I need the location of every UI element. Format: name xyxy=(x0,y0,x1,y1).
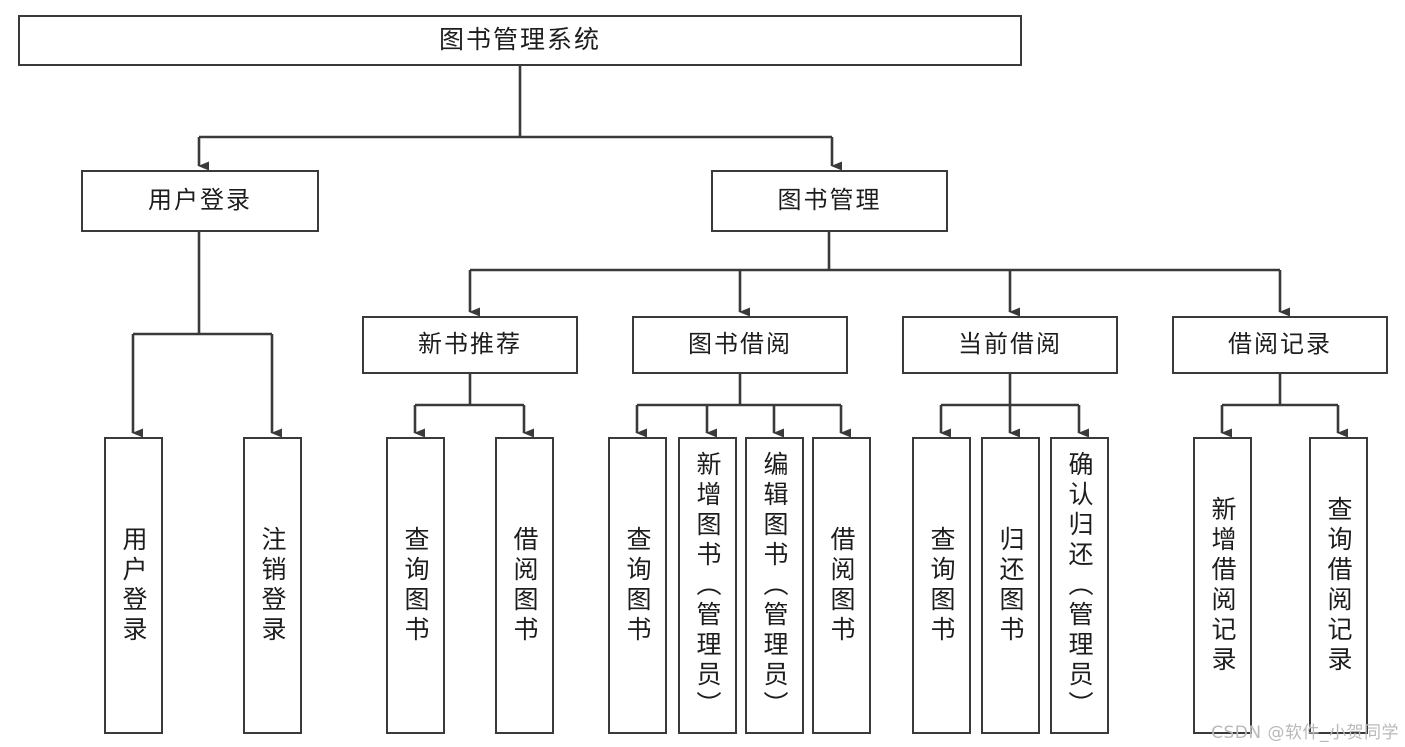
node-leaf-confirm-return-admin[interactable]: 确认归还（管理员） xyxy=(1050,437,1109,734)
node-leaf-borrow-book-new[interactable]: 借阅图书 xyxy=(495,437,554,734)
node-leaf-query-book-new[interactable]: 查询图书 xyxy=(386,437,445,734)
node-leaf-user-login[interactable]: 用户登录 xyxy=(104,437,163,734)
node-leaf-query-book-borrow[interactable]: 查询图书 xyxy=(608,437,667,734)
node-leaf-return-book[interactable]: 归还图书 xyxy=(981,437,1040,734)
node-leaf-return-book-label: 归还图书 xyxy=(996,525,1025,646)
node-borrow-record[interactable]: 借阅记录 xyxy=(1172,316,1388,374)
node-leaf-borrow-book-new-label: 借阅图书 xyxy=(510,525,539,646)
node-leaf-borrow-book-label: 借阅图书 xyxy=(827,525,856,646)
node-leaf-borrow-book[interactable]: 借阅图书 xyxy=(812,437,871,734)
node-leaf-logout[interactable]: 注销登录 xyxy=(243,437,302,734)
node-leaf-edit-book-admin-label: 编辑图书（管理员） xyxy=(760,450,789,721)
node-current-borrow-label: 当前借阅 xyxy=(958,330,1062,359)
node-root-label: 图书管理系统 xyxy=(438,25,601,55)
node-leaf-query-book-current-label: 查询图书 xyxy=(927,525,956,646)
node-new-book-recommend-label: 新书推荐 xyxy=(418,330,522,359)
node-leaf-confirm-return-admin-label: 确认归还（管理员） xyxy=(1065,450,1094,721)
node-book-management[interactable]: 图书管理 xyxy=(711,170,948,232)
node-leaf-query-borrow-record-label: 查询借阅记录 xyxy=(1324,495,1353,676)
node-current-borrow[interactable]: 当前借阅 xyxy=(902,316,1118,374)
node-leaf-query-book-new-label: 查询图书 xyxy=(401,525,430,646)
node-root[interactable]: 图书管理系统 xyxy=(18,15,1022,66)
node-leaf-edit-book-admin[interactable]: 编辑图书（管理员） xyxy=(745,437,804,734)
node-borrow-record-label: 借阅记录 xyxy=(1228,330,1332,359)
node-book-borrow-label: 图书借阅 xyxy=(688,330,792,359)
node-book-borrow[interactable]: 图书借阅 xyxy=(632,316,848,374)
node-leaf-query-book-borrow-label: 查询图书 xyxy=(623,525,652,646)
node-leaf-user-login-label: 用户登录 xyxy=(119,525,148,646)
node-user-login[interactable]: 用户登录 xyxy=(81,170,319,232)
node-leaf-query-book-current[interactable]: 查询图书 xyxy=(912,437,971,734)
node-leaf-add-book-admin[interactable]: 新增图书（管理员） xyxy=(678,437,737,734)
node-user-login-label: 用户登录 xyxy=(148,186,252,215)
node-book-management-label: 图书管理 xyxy=(777,186,882,215)
node-leaf-query-borrow-record[interactable]: 查询借阅记录 xyxy=(1309,437,1368,734)
node-new-book-recommend[interactable]: 新书推荐 xyxy=(362,316,578,374)
node-leaf-add-borrow-record[interactable]: 新增借阅记录 xyxy=(1193,437,1252,734)
node-leaf-add-book-admin-label: 新增图书（管理员） xyxy=(693,450,722,721)
node-leaf-logout-label: 注销登录 xyxy=(258,525,287,646)
watermark: CSDN @软件_小贺同学 xyxy=(1211,723,1399,743)
node-leaf-add-borrow-record-label: 新增借阅记录 xyxy=(1208,495,1237,676)
